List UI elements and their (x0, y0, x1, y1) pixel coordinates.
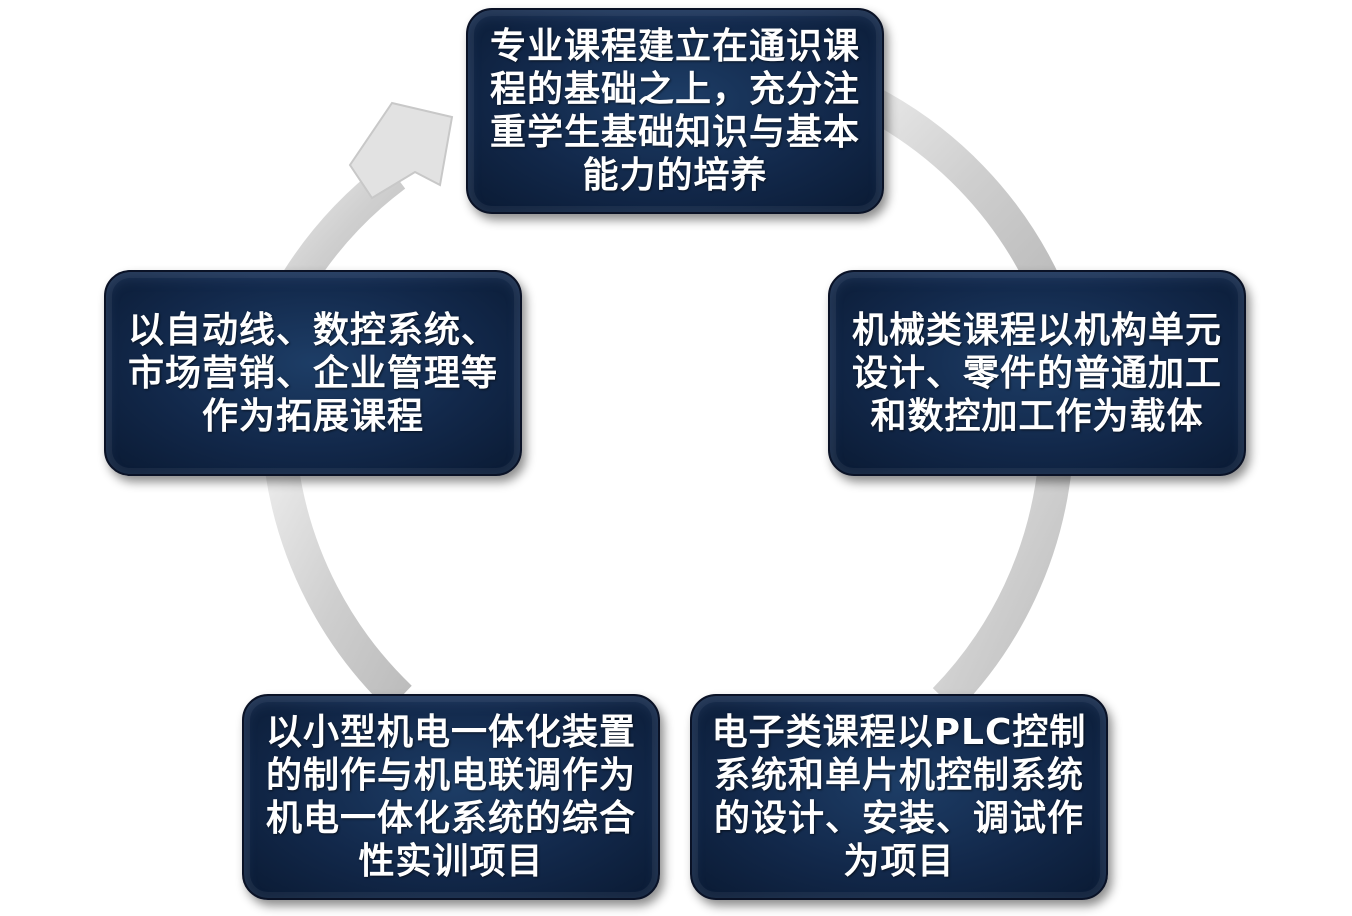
node-label: 专业课程建立在通识课 程的基础之上，充分注 重学生基础知识与基本 能力的培养 (489, 26, 860, 196)
cycle-node-mechanical-courses: 机械类课程以机构单元 设计、零件的普通加工 和数控加工作为载体 (828, 270, 1246, 476)
cycle-node-electronic-courses: 电子类课程以PLC控制 系统和单片机控制系统 的设计、安装、调试作 为项目 (690, 694, 1108, 900)
cycle-arc (858, 84, 1061, 293)
node-label: 机械类课程以机构单元 设计、零件的普通加工 和数控加工作为载体 (851, 309, 1222, 437)
node-label: 以小型机电一体化装置 的制作与机电联调作为 机电一体化系统的综合 性实训项目 (265, 712, 636, 882)
cycle-node-foundation-courses: 专业课程建立在通识课 程的基础之上，充分注 重学生基础知识与基本 能力的培养 (466, 8, 884, 214)
cycle-arc (265, 467, 412, 711)
cycle-node-mechatronics-training: 以小型机电一体化装置 的制作与机电联调作为 机电一体化系统的综合 性实训项目 (242, 694, 660, 900)
cycle-arc (932, 463, 1072, 712)
cycle-arrowhead (348, 101, 454, 200)
cycle-node-extension-courses: 以自动线、数控系统、 市场营销、企业管理等 作为拓展课程 (104, 270, 522, 476)
node-label: 电子类课程以PLC控制 系统和单片机控制系统 的设计、安装、调试作 为项目 (711, 712, 1087, 882)
node-label: 以自动线、数控系统、 市场营销、企业管理等 作为拓展课程 (127, 309, 498, 437)
